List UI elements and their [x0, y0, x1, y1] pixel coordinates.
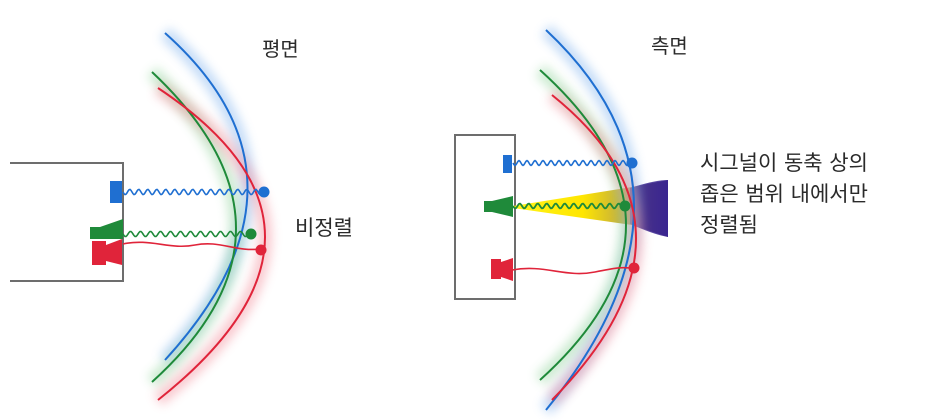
- side-green-signal-line: [512, 202, 625, 210]
- side-red-dot: [628, 262, 640, 274]
- plan-green-wavefront: [151, 71, 237, 383]
- plan-red-wavefront: [157, 87, 266, 401]
- plan-blue-dot: [258, 186, 270, 198]
- alignment-note-line-1: 시그널이 동축 상의: [700, 151, 868, 175]
- side-green-dot: [619, 200, 631, 212]
- side-enclosure: [454, 134, 516, 300]
- side-green-wavefront: [539, 69, 627, 381]
- side-red-wavefront: [551, 94, 637, 401]
- side-blue-rect-icon: [503, 155, 512, 173]
- green-horn-icon: [90, 219, 123, 239]
- misaligned-label: 비정렬: [295, 216, 353, 240]
- plan-blue-wavefront: [164, 32, 249, 361]
- alignment-note-line-3: 정렬됨: [700, 213, 758, 237]
- plan-blue-signal-line: [122, 188, 263, 196]
- plan-enclosure: [10, 162, 124, 282]
- plan-green-signal-line: [122, 230, 251, 238]
- side-blue-signal-line: [512, 159, 631, 167]
- plan-view-label: 평면: [262, 37, 299, 61]
- side-view-label: 측면: [651, 34, 688, 58]
- plan-red-signal-line: [122, 241, 262, 251]
- red-speaker-icon: [92, 239, 122, 265]
- alignment-note-line-2: 좁은 범위 내에서만: [700, 182, 868, 206]
- side-blue-wavefront: [545, 29, 635, 411]
- side-blue-dot: [626, 157, 638, 169]
- plan-red-dot: [255, 244, 267, 256]
- side-red-signal-line: [511, 266, 635, 275]
- plan-view: [10, 27, 272, 406]
- side-red-speaker-icon: [491, 258, 513, 281]
- alignment-note: 시그널이 동축 상의 좁은 범위 내에서만 정렬됨: [700, 148, 868, 241]
- side-view: [454, 24, 668, 415]
- blue-rect-icon: [110, 181, 122, 203]
- plan-green-dot: [245, 228, 257, 240]
- side-green-horn-icon: [484, 196, 513, 217]
